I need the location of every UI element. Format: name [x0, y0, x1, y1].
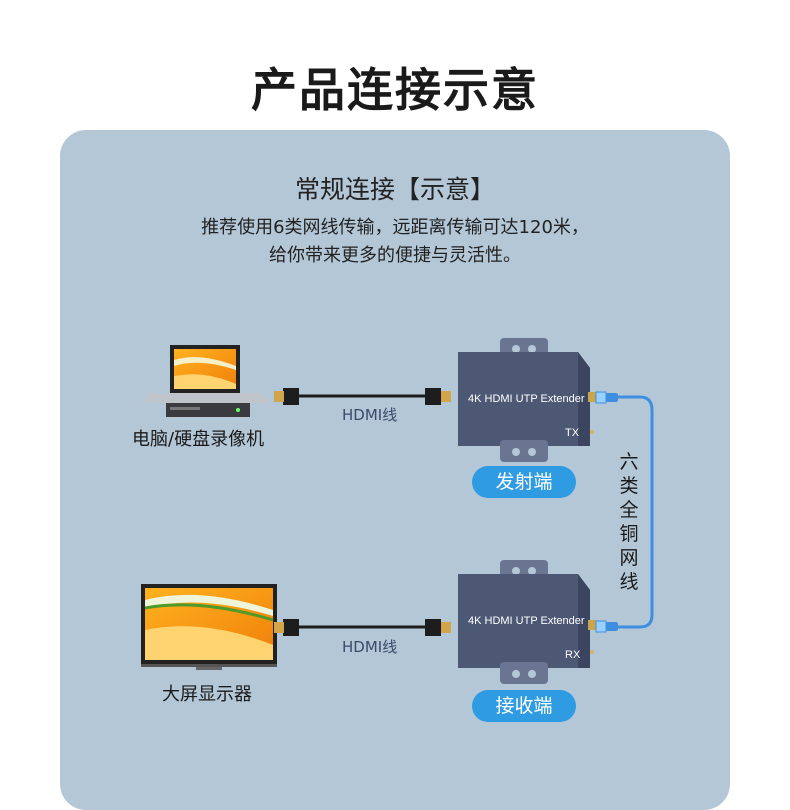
description-line-1: 推荐使用6类网线传输，远距离传输可达120米，: [201, 217, 589, 238]
rx-extender-device: [458, 560, 596, 684]
description-line-2: 给你带来更多的便捷与灵活性。: [269, 245, 521, 266]
tx-model-text: 4K HDMI UTP Extender: [468, 393, 585, 405]
hdmi-cable-top: [274, 388, 451, 405]
network-cable-label: 六类全铜网线: [619, 451, 639, 593]
tv-icon: [141, 584, 277, 670]
network-cable: [595, 391, 654, 633]
tx-role-badge: 发射端: [472, 466, 576, 498]
page-title: 产品连接示意: [251, 63, 539, 117]
rx-role-badge: 接收端: [472, 690, 576, 722]
tx-tag-text: TX: [565, 427, 580, 439]
section-subtitle: 常规连接【示意】: [294, 175, 495, 204]
description: 推荐使用6类网线传输，远距离传输可达120米， 给你带来更多的便捷与灵活性。: [0, 214, 790, 270]
hdmi-cable-bottom: [274, 619, 451, 636]
source-device-label: 电脑/硬盘录像机: [132, 429, 265, 450]
diagram-panel: [60, 130, 730, 810]
rx-tag-text: RX: [565, 649, 581, 661]
rx-model-text: 4K HDMI UTP Extender: [468, 615, 585, 627]
display-device-label: 大屏显示器: [162, 684, 252, 705]
hdmi-cable-top-label: HDMI线: [342, 406, 398, 424]
tx-extender-device: [458, 338, 596, 462]
hdmi-cable-bottom-label: HDMI线: [342, 638, 398, 656]
laptop-dvr-icon: [142, 345, 270, 417]
